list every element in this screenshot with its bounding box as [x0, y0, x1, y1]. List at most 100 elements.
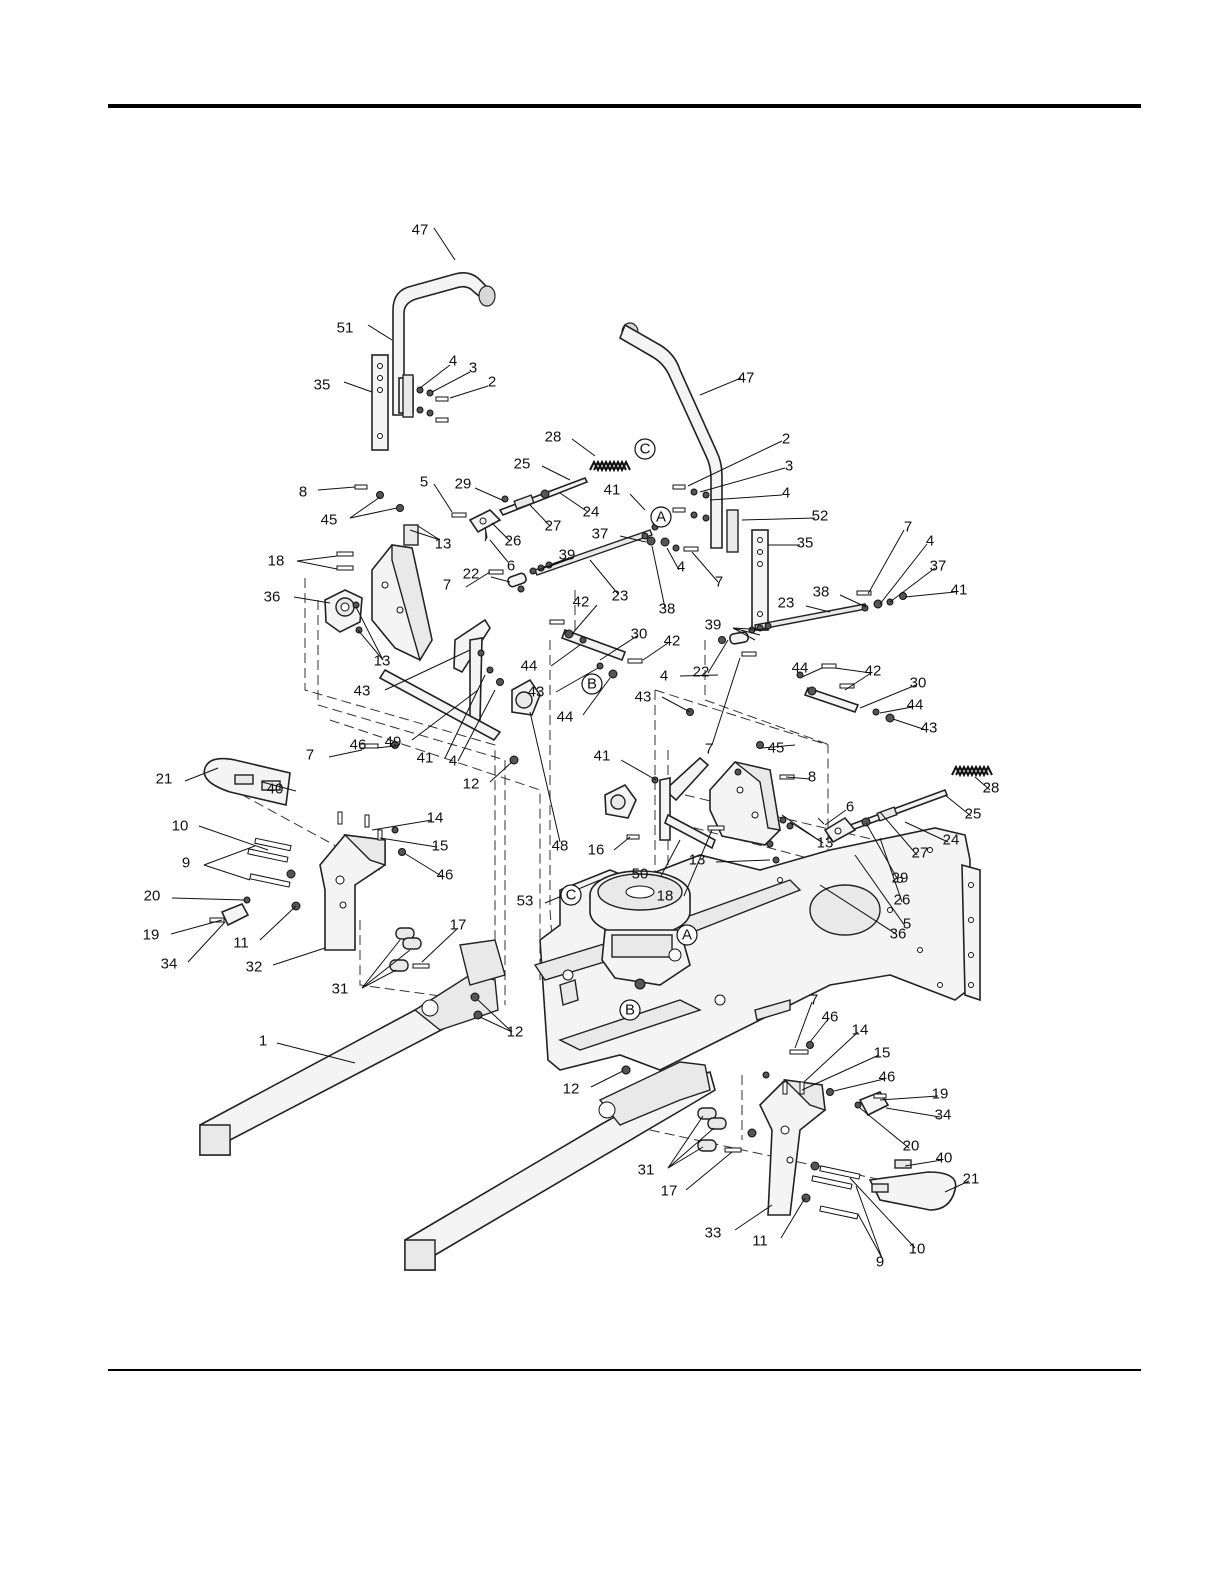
part-callout: 52	[812, 508, 829, 525]
part-callout: 5	[903, 916, 911, 933]
part-callout: 46	[437, 867, 454, 884]
reference-marker-a: A	[650, 506, 672, 528]
part-callout: 25	[965, 806, 982, 823]
part-callout: 2	[782, 431, 790, 448]
right-bushings	[621, 1065, 742, 1153]
part-callout: 3	[785, 458, 793, 475]
reference-circle	[581, 673, 603, 695]
reference-circle	[619, 999, 641, 1021]
part-callout: 10	[172, 818, 189, 835]
part-callout: 24	[943, 832, 960, 849]
part-callout: 22	[693, 664, 710, 681]
part-callout: 40	[267, 781, 284, 798]
part-callout: 49	[385, 734, 402, 751]
part-callout: 17	[450, 917, 467, 934]
part-callout: 19	[932, 1086, 949, 1103]
right-shock-30	[796, 663, 895, 723]
part-callout: 26	[505, 533, 522, 550]
left-frame-tube	[199, 939, 506, 1156]
reference-letter: B	[625, 1002, 635, 1019]
right-pedal-arm	[759, 1079, 826, 1216]
right-frame-tube	[404, 1061, 716, 1271]
header-rule	[108, 104, 1141, 108]
reference-marker-b: B	[619, 999, 641, 1021]
part-callout: 12	[463, 776, 480, 793]
part-callout: 43	[354, 683, 371, 700]
part-callout: 50	[632, 866, 649, 883]
part-callout: 12	[507, 1024, 524, 1041]
part-callout: 46	[822, 1009, 839, 1026]
right-pivot-bracket	[709, 741, 795, 846]
hydro-pump	[589, 870, 691, 990]
part-callout: 7	[443, 577, 451, 594]
part-callout: 13	[689, 852, 706, 869]
part-callout: 27	[912, 845, 929, 862]
part-callout: 27	[545, 518, 562, 535]
part-callout: 12	[563, 1081, 580, 1098]
part-callout: 37	[930, 558, 947, 575]
part-callout: 34	[935, 1107, 952, 1124]
part-callout: 23	[612, 588, 629, 605]
part-callout: 18	[657, 888, 674, 905]
part-callout: 53	[517, 893, 534, 910]
part-callout: 21	[156, 771, 173, 788]
part-callout: 4	[782, 485, 790, 502]
part-callout: 31	[332, 981, 349, 998]
part-callout: 44	[521, 658, 538, 675]
part-callout: 7	[705, 741, 713, 758]
part-callout: 44	[557, 709, 574, 726]
part-callout: 28	[983, 780, 1000, 797]
part-callout: 11	[233, 935, 249, 952]
part-callout: 26	[894, 892, 911, 909]
part-callout: 13	[817, 835, 834, 852]
reference-letter: B	[587, 676, 597, 693]
part-callout: 4	[926, 533, 934, 550]
reference-circle	[676, 924, 698, 946]
part-callout: 17	[661, 1183, 678, 1200]
reference-letter: A	[656, 509, 666, 526]
right-foot-pad	[868, 1159, 957, 1211]
part-callout: 44	[907, 697, 924, 714]
part-callout: 47	[738, 370, 755, 387]
part-callout: 30	[910, 675, 927, 692]
part-callout: 16	[588, 842, 605, 859]
part-callout: 14	[427, 810, 444, 827]
reference-marker-c: C	[634, 438, 656, 460]
part-callout: 39	[705, 617, 722, 634]
left-linkage-rod	[378, 668, 502, 742]
left-pedal-fasteners	[209, 741, 406, 927]
part-callout: 46	[350, 737, 367, 754]
part-callout: 42	[664, 633, 681, 650]
part-callout: 23	[778, 595, 795, 612]
part-callout: 38	[813, 584, 830, 601]
left-top-fasteners	[336, 484, 404, 571]
left-cable-rod	[488, 523, 699, 593]
reference-letter: C	[566, 887, 577, 904]
part-callout: 7	[810, 992, 818, 1009]
part-callout: 43	[528, 684, 545, 701]
part-callout: 30	[631, 626, 648, 643]
part-callout: 20	[903, 1138, 920, 1155]
reference-circle	[634, 438, 656, 460]
part-callout: 28	[545, 429, 562, 446]
part-callout: 4	[449, 753, 457, 770]
left-shock-30	[549, 619, 643, 679]
part-callout: 8	[808, 769, 816, 786]
part-callout: 6	[507, 558, 515, 575]
part-callout: 37	[592, 526, 609, 543]
part-callout: 46	[879, 1069, 896, 1086]
part-callout: 20	[144, 888, 161, 905]
part-callout: 25	[514, 456, 531, 473]
part-callout: 41	[951, 582, 968, 599]
part-callout: 8	[299, 484, 307, 501]
reference-circle	[560, 884, 582, 906]
footer-rule	[108, 1369, 1141, 1371]
part-callout: 22	[463, 566, 480, 583]
part-callout: 7	[306, 747, 314, 764]
part-callout: 48	[552, 838, 569, 855]
part-callout: 11	[752, 1233, 768, 1250]
part-callout: 43	[921, 720, 938, 737]
part-callout: 36	[890, 926, 907, 943]
